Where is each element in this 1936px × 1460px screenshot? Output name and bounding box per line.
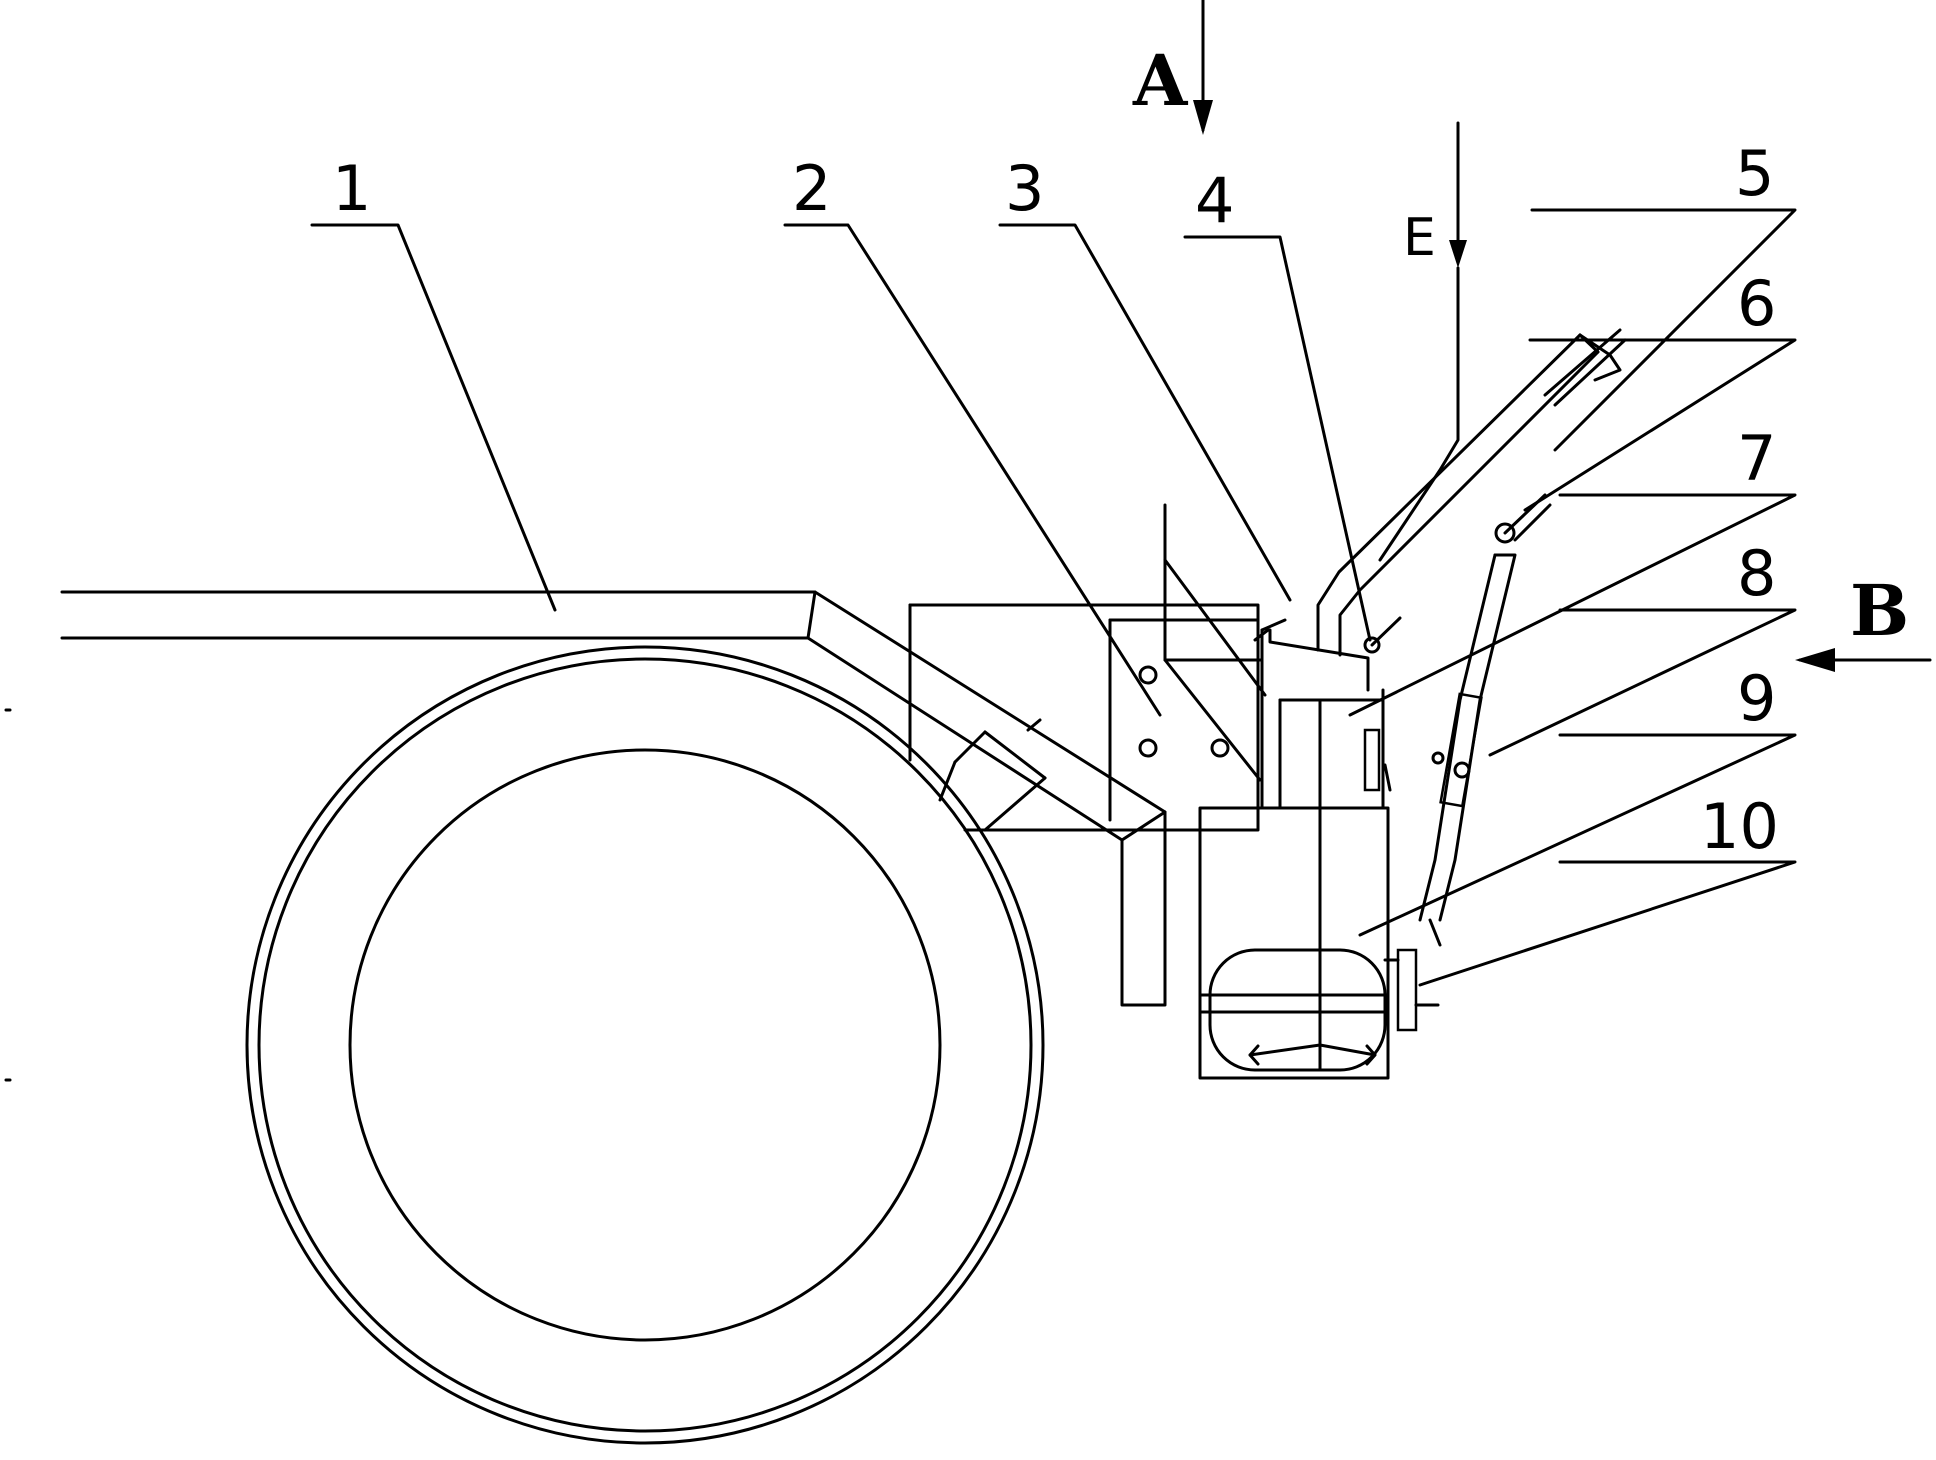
- column-post: [1260, 618, 1392, 810]
- view-label-e: E: [1403, 208, 1436, 268]
- frame-plates: [1163, 503, 1270, 782]
- frame-beam: [60, 590, 1167, 1007]
- leader-line-3: [998, 223, 1292, 602]
- arrow-down-icon: [1449, 240, 1467, 268]
- arrow-left-icon: [1795, 648, 1835, 672]
- part-label-5: 5: [1735, 137, 1774, 210]
- leader-line-5: [1530, 208, 1797, 452]
- bolt-icon: [1210, 738, 1230, 758]
- leader-lines: [310, 208, 1797, 987]
- part-label-3: 3: [1005, 152, 1044, 225]
- bolt-icon: [1138, 665, 1158, 685]
- leader-line-10: [1418, 860, 1797, 987]
- part-label-2: 2: [792, 152, 831, 225]
- part-label-1: 1: [332, 152, 371, 225]
- part-label-8: 8: [1737, 537, 1776, 610]
- view-labels: A E B: [1132, 39, 1909, 652]
- hydraulic-strut: [1418, 493, 1552, 947]
- margin-ticks: [4, 708, 12, 1082]
- part-label-7: 7: [1737, 422, 1776, 495]
- part-label-10: 10: [1700, 790, 1779, 863]
- part-labels: 1 2 3 4 5 6 7 8 9 10: [332, 137, 1779, 863]
- part-label-4: 4: [1195, 164, 1234, 237]
- leader-line-1: [310, 223, 557, 612]
- wheel: [245, 645, 1045, 1445]
- handle-arm: [1316, 328, 1627, 657]
- part-label-9: 9: [1737, 662, 1776, 735]
- mounting-box: [908, 603, 1260, 832]
- leader-line-2: [783, 223, 1162, 717]
- leader-line-9: [1358, 733, 1797, 937]
- bracket-struts: [938, 718, 1047, 832]
- lower-housing: [1198, 806, 1440, 1080]
- arrow-down-icon: [1193, 100, 1213, 135]
- e-path-line: [1378, 266, 1460, 562]
- pivot-icon: [1363, 636, 1381, 654]
- leader-line-8: [1488, 608, 1797, 757]
- leader-line-4: [1183, 235, 1372, 642]
- leader-line-6: [1523, 338, 1797, 512]
- view-label-b: B: [1850, 569, 1909, 652]
- bolt-icon: [1138, 738, 1158, 758]
- view-arrows: [1193, 0, 1932, 672]
- leader-line-7: [1348, 493, 1797, 717]
- part-label-6: 6: [1737, 267, 1776, 340]
- view-label-a: A: [1132, 39, 1189, 122]
